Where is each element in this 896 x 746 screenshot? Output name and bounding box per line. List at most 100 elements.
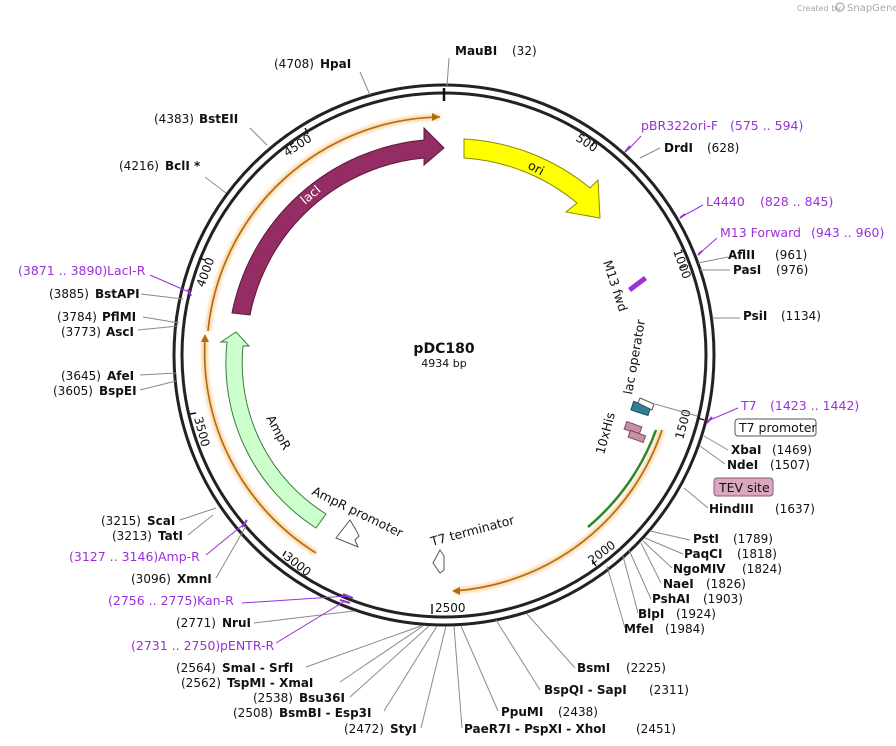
- enzyme-bsteii-pos: (4383): [154, 112, 194, 126]
- tick-500: 500: [573, 131, 600, 155]
- enzyme-asci-pos: (3773): [61, 325, 101, 339]
- primer-m13fwd-name[interactable]: M13 Forward: [720, 225, 801, 240]
- enzyme-pshai-pos: (1903): [703, 592, 743, 606]
- t7-promoter-mark[interactable]: [637, 397, 655, 411]
- enzyme-bsmi-name[interactable]: BsmI: [577, 661, 610, 675]
- enzyme-scai-name[interactable]: ScaI: [147, 514, 175, 528]
- leader-scai: [179, 507, 217, 521]
- snapgene-logo-icon: [835, 2, 845, 12]
- primer-m13fwd-range: (943 .. 960): [811, 225, 884, 240]
- enzyme-aflii-pos: (961): [775, 248, 807, 262]
- primer-lacir-name[interactable]: LacI-R: [107, 263, 146, 278]
- enzyme-blpi-pos: (1924): [676, 607, 716, 621]
- primer-l4440-name[interactable]: L4440: [706, 194, 745, 209]
- enzyme-aflii-name[interactable]: AflII: [728, 248, 755, 262]
- enzyme-pasi-pos: (976): [776, 263, 808, 277]
- his-label: 10xHis: [592, 411, 618, 456]
- ampr-label: AmpR: [263, 412, 294, 452]
- enzyme-afei-name[interactable]: AfeI: [107, 369, 134, 383]
- orf-arc-insert-glow: [453, 429, 665, 594]
- enzyme-pshai-name[interactable]: PshAI: [652, 592, 690, 606]
- enzyme-bsu36i-name[interactable]: Bsu36I: [299, 691, 345, 705]
- t7-promoter-label: T7 promoter: [738, 420, 817, 435]
- enzyme-hpai-name[interactable]: HpaI: [320, 57, 351, 71]
- leader-bcli: [204, 176, 227, 194]
- enzyme-drdi-name[interactable]: DrdI: [664, 141, 693, 155]
- enzyme-bstapi-name[interactable]: BstAPI: [95, 287, 140, 301]
- enzyme-bspqi-name[interactable]: BspQI - SapI: [544, 683, 627, 697]
- enzyme-hindiii-name[interactable]: HindIII: [709, 502, 754, 516]
- leader-pshai: [628, 549, 652, 600]
- orf-arc-ampr: [203, 337, 317, 554]
- t7-terminator-shape[interactable]: [432, 549, 445, 574]
- enzyme-tspmi-name[interactable]: TspMI - XmaI: [227, 676, 313, 690]
- credit-prefix: Created by: [797, 4, 841, 13]
- enzyme-asci-name[interactable]: AscI: [106, 325, 134, 339]
- leader-psti: [649, 530, 691, 541]
- enzyme-blpi-name[interactable]: BlpI: [638, 607, 664, 621]
- leader-hindiii: [683, 487, 709, 509]
- enzyme-drdi-pos: (628): [707, 141, 739, 155]
- m13-fwd-bar[interactable]: [628, 276, 647, 292]
- enzyme-psii-name[interactable]: PsiI: [743, 309, 767, 323]
- enzyme-maubi-name[interactable]: MauBI: [455, 44, 497, 58]
- enzyme-bcli-pos: (4216): [119, 159, 159, 173]
- enzyme-xbai-name[interactable]: XbaI: [731, 443, 761, 457]
- primer-leaders: [149, 135, 739, 644]
- enzyme-nrui-name[interactable]: NruI: [222, 616, 251, 630]
- enzyme-pflmi-name[interactable]: PflMI: [102, 310, 136, 324]
- t7-promoter-box[interactable]: [734, 418, 817, 437]
- enzyme-psti-pos: (1789): [733, 532, 773, 546]
- leader-blpi: [622, 555, 639, 614]
- enzyme-ndei-name[interactable]: NdeI: [727, 458, 758, 472]
- enzyme-tati-name[interactable]: TatI: [158, 529, 183, 543]
- tick-2500: 2500: [435, 601, 466, 615]
- enzyme-ppumi-name[interactable]: PpuMI: [501, 705, 543, 719]
- enzyme-naei-name[interactable]: NaeI: [663, 577, 694, 591]
- enzyme-xmni-name[interactable]: XmnI: [177, 572, 212, 586]
- enzyme-hindiii-pos: (1637): [775, 502, 815, 516]
- enzyme-ppumi-pos: (2438): [558, 705, 598, 719]
- enzyme-paqci-name[interactable]: PaqCI: [684, 547, 722, 561]
- enzyme-mfei-name[interactable]: MfeI: [624, 622, 654, 636]
- enzyme-bspqi-pos: (2311): [649, 683, 689, 697]
- primer-kanr-name[interactable]: Kan-R: [197, 593, 234, 608]
- primer-pbr322-name[interactable]: pBR322ori-F: [641, 118, 718, 133]
- primer-l4440-range: (828 .. 845): [760, 194, 833, 209]
- ori-arrow[interactable]: [463, 138, 601, 219]
- enzyme-hpai-pos: (4708): [274, 57, 314, 71]
- enzyme-bspei-pos: (3605): [53, 384, 93, 398]
- enzyme-bsteii-name[interactable]: BstEII: [199, 112, 238, 126]
- enzyme-psti-name[interactable]: PstI: [693, 532, 719, 546]
- enzyme-smai-name[interactable]: SmaI - SrfI: [222, 661, 293, 675]
- enzyme-afei-pos: (3645): [61, 369, 101, 383]
- enzyme-mfei-pos: (1984): [665, 622, 705, 636]
- ampr-arrow[interactable]: [219, 331, 327, 529]
- leader-maubi: [446, 57, 450, 87]
- tick-1500: 1500: [672, 408, 693, 441]
- enzyme-bsmbi-name[interactable]: BsmBI - Esp3I: [279, 706, 371, 720]
- ampr-promoter-arrow[interactable]: [335, 519, 360, 548]
- primer-ampr-name[interactable]: Amp-R: [158, 549, 200, 564]
- tev-site-box[interactable]: [713, 477, 774, 497]
- enzyme-ngomiv-pos: (1824): [742, 562, 782, 576]
- plasmid-name: pDC180: [413, 341, 474, 357]
- primer-pentr-name[interactable]: pENTR-R: [220, 638, 275, 653]
- orf-arc-ampr-head: [201, 334, 209, 342]
- leader-xbai: [703, 435, 729, 451]
- orf-arc-insert: [453, 429, 663, 592]
- orf-arc-laci: [207, 116, 441, 332]
- enzyme-ngomiv-name[interactable]: NgoMIV: [673, 562, 726, 576]
- enzyme-paqci-pos: (1818): [737, 547, 777, 561]
- primer-t7-name[interactable]: T7: [740, 398, 757, 413]
- enzyme-pasi-name[interactable]: PasI: [733, 263, 761, 277]
- enzyme-styi-name[interactable]: StyI: [390, 722, 417, 736]
- enzyme-bcli-name[interactable]: BclI *: [165, 159, 201, 173]
- enzyme-paer7i-name[interactable]: PaeR7I - PspXI - XhoI: [464, 722, 606, 736]
- enzyme-bspei-name[interactable]: BspEI: [99, 384, 137, 398]
- enzyme-labels-left: (4708) HpaI (4383) BstEII (4216) BclI * …: [49, 57, 417, 736]
- laci-arrow[interactable]: [231, 126, 445, 316]
- tick-3000-mark: [282, 550, 287, 557]
- tev-box[interactable]: [627, 429, 647, 444]
